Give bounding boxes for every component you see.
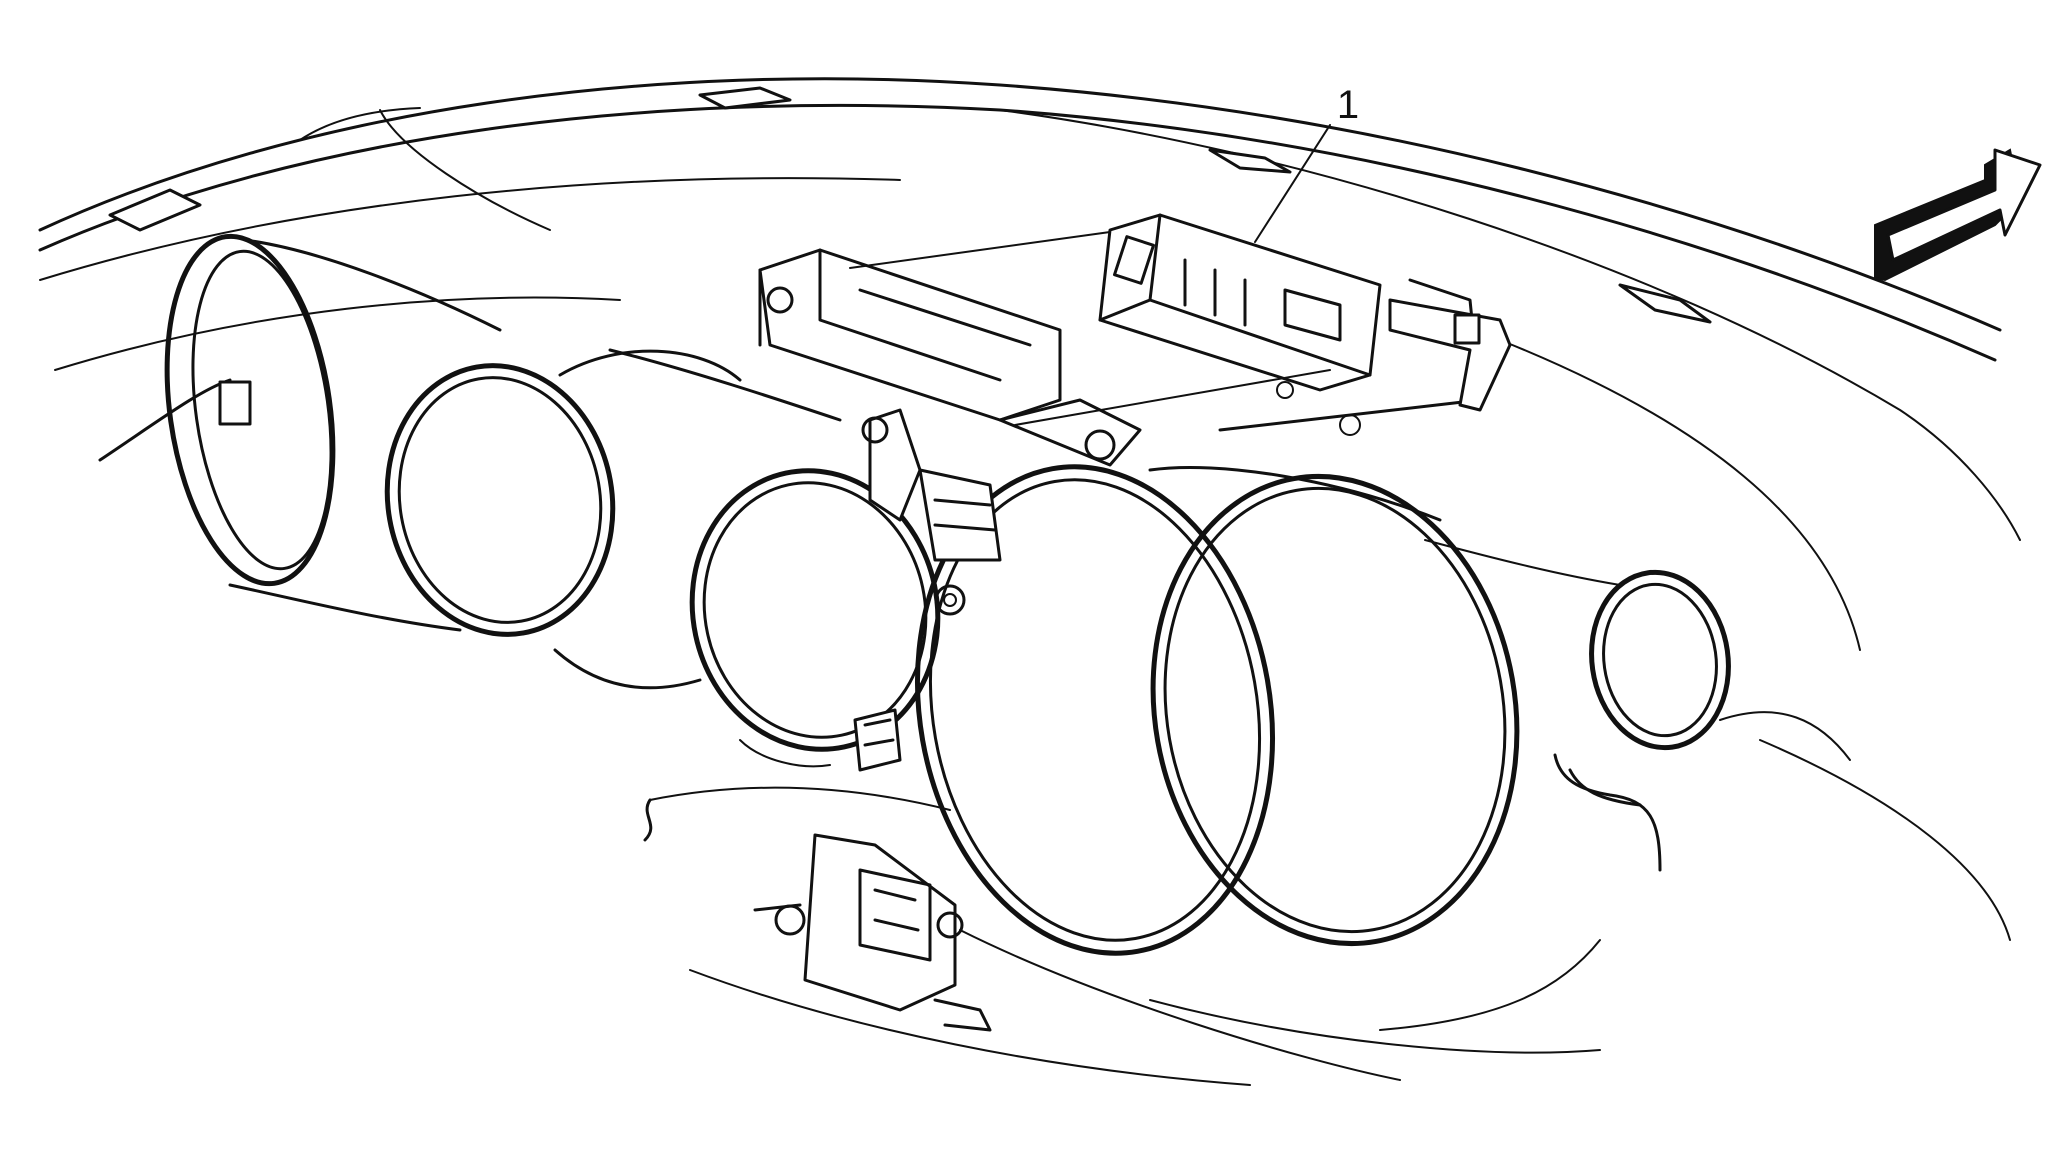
vent-slots — [108, 86, 1712, 324]
right-bracket — [1388, 298, 1512, 412]
module-component — [1098, 213, 1382, 392]
dashboard-panel — [38, 77, 2021, 1086]
small-gauge-tube — [1553, 569, 1851, 872]
center-connector — [861, 408, 1002, 616]
upper-bracket — [758, 248, 1482, 467]
left-gauge-tube — [164, 233, 616, 637]
callout-label: 1 — [1337, 83, 1359, 127]
lower-switch-connector — [753, 833, 992, 1032]
direction-arrow-icon — [1874, 148, 2042, 282]
lower-center-connector — [853, 708, 902, 772]
wire-harness — [643, 786, 951, 842]
callout-1: 1 — [1254, 83, 1359, 243]
center-gauge-tube — [553, 348, 941, 768]
alignment-lines — [849, 231, 1331, 426]
right-gauge-tube — [914, 464, 1621, 956]
